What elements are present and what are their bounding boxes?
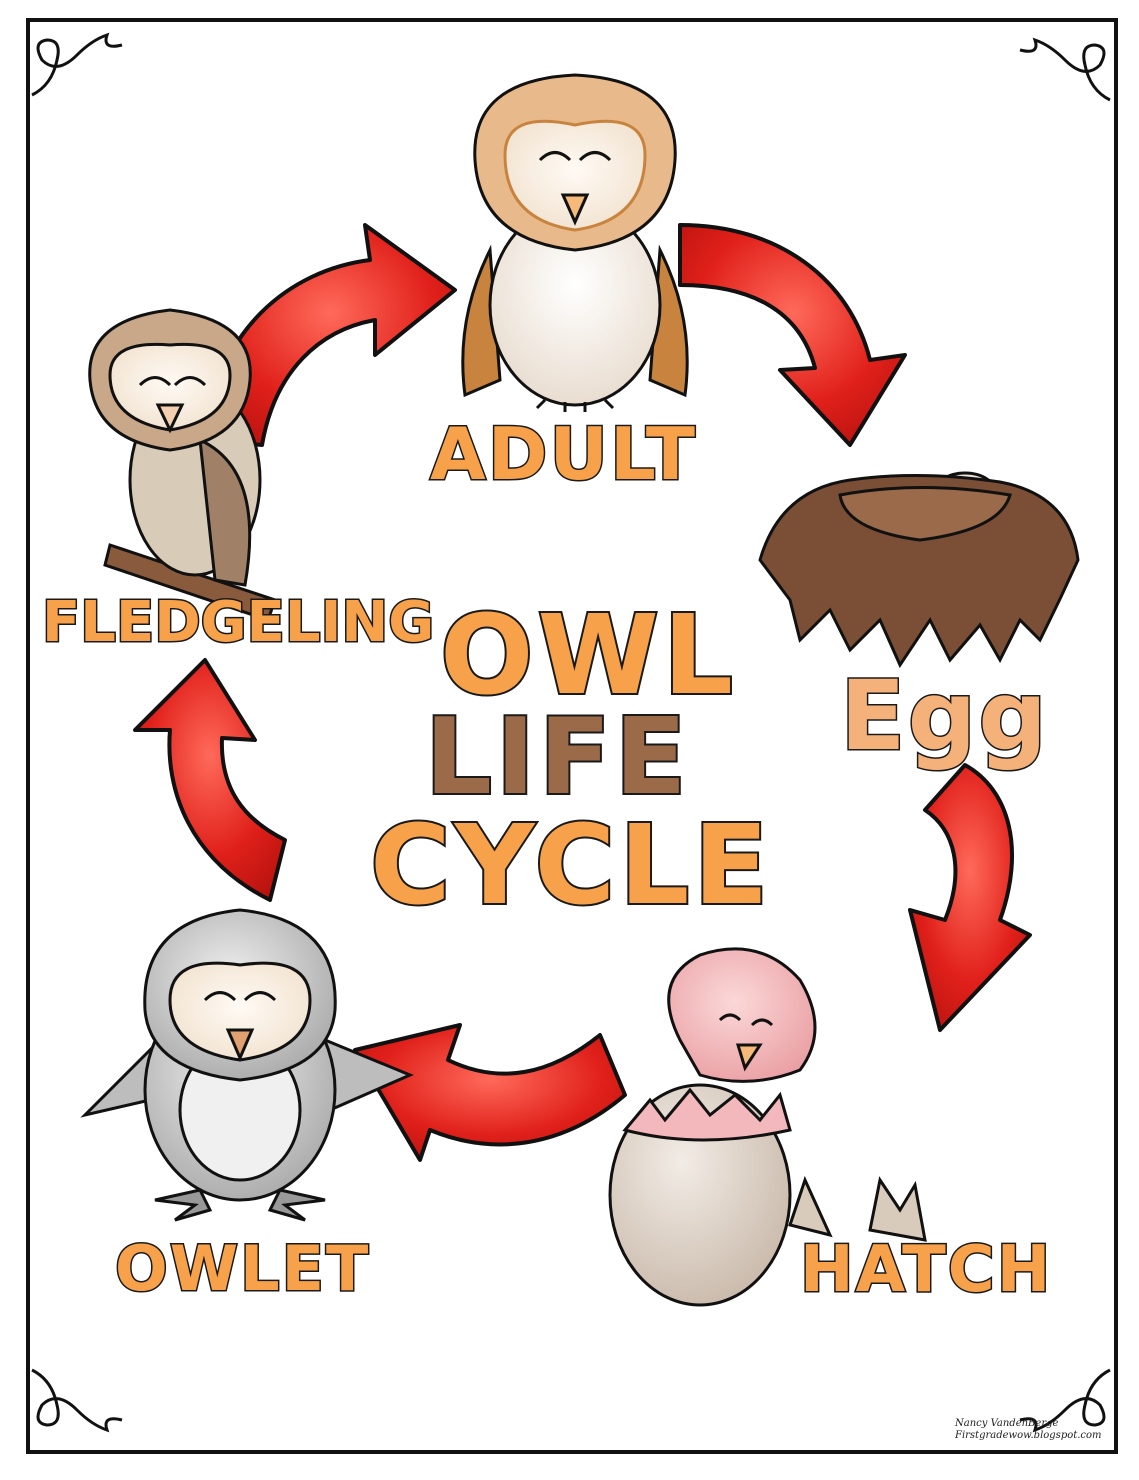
nest-with-eggs-illustration [758,471,1080,669]
title-line-cycle: CYCLE [368,801,773,929]
corner-swirl-top-right [1019,37,1111,102]
stage-label-hatch: HATCH [798,1233,1053,1307]
poster-border [26,18,1118,1454]
arrow-fledgeling-to-adult [203,223,457,447]
credit-site: Firstgradewow.blogspot.com [955,1430,1102,1441]
corner-swirl-bottom-right [1019,1368,1111,1433]
owlet-illustration [80,908,414,1222]
credit-block: Nancy VandenBerge Firstgradewow.blogspot… [955,1418,1102,1442]
corner-swirl-bottom-left [31,1368,123,1433]
arrow-owlet-to-fledgeling [133,658,287,902]
arrow-hatch-to-owlet [353,1023,627,1162]
arrow-egg-to-hatch [908,763,1032,1032]
arrow-adult-to-egg [678,223,907,447]
corner-swirl-top-left [31,32,123,97]
title-line-owl: OWL [438,591,737,719]
fledgeling-illustration [88,308,277,622]
adult-owl-illustration [461,73,689,412]
stage-label-egg: Egg [838,660,1050,772]
hatching-chick-illustration [608,947,927,1307]
stage-label-fledgeling: FLEDGELING [40,590,435,655]
stage-label-owlet: OWLET [113,1232,371,1305]
title-line-life: LIFE [423,696,691,818]
credit-author: Nancy VandenBerge [955,1418,1059,1429]
stage-label-adult: ADULT [428,412,698,496]
